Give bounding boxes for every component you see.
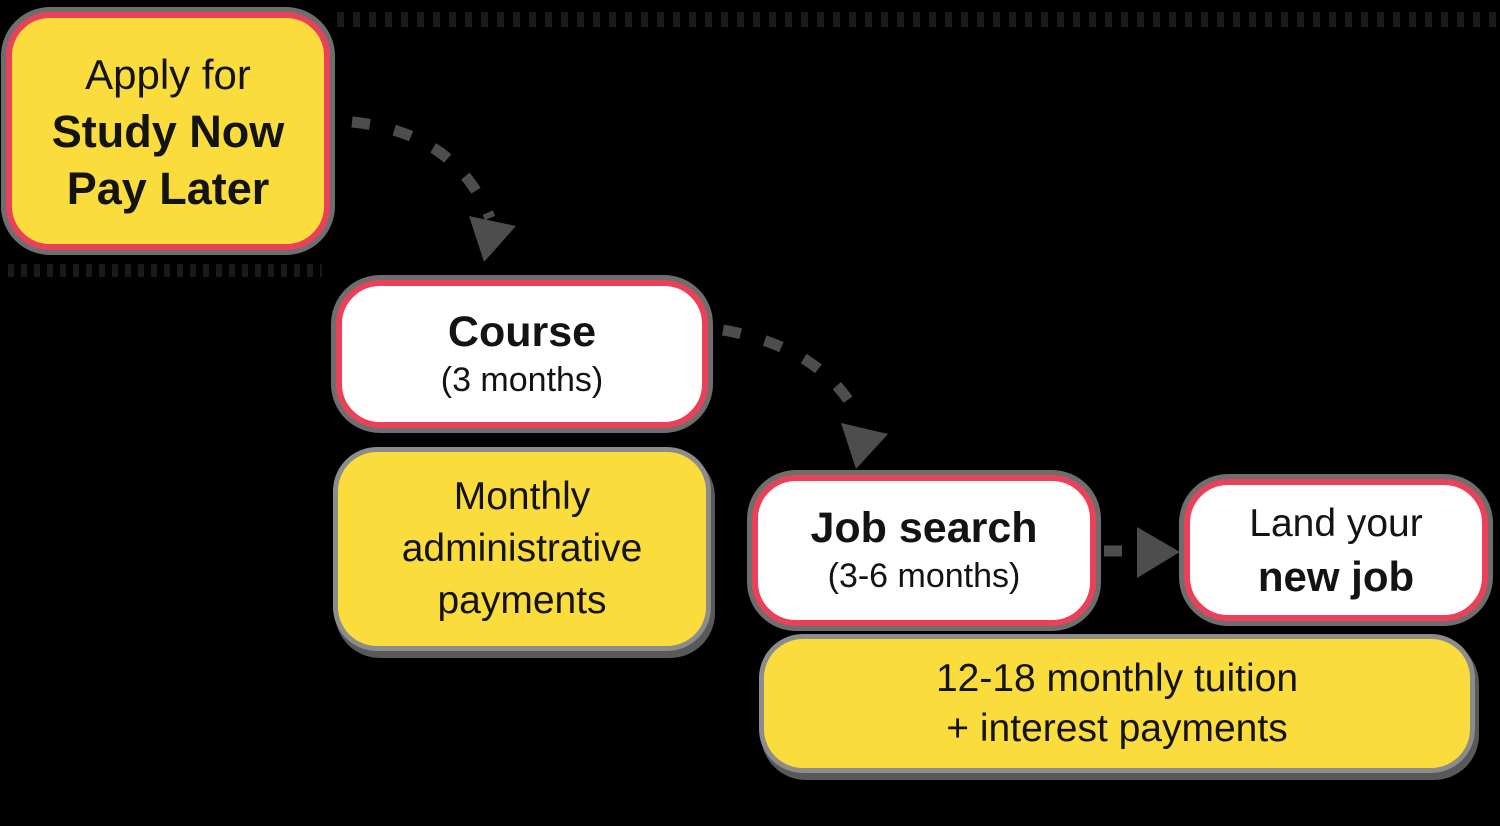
step-land-job-box: Land your new job — [1184, 479, 1488, 621]
admin-payments-box: Monthly administrative payments — [333, 447, 711, 651]
arrowhead-apply-to-course — [469, 216, 516, 262]
step-job-search-box: Job search (3-6 months) — [752, 475, 1096, 626]
step-land-job-line2: new job — [1257, 553, 1415, 600]
dashed-texture-top — [337, 12, 1500, 27]
step-land-job-line1: Land your — [1249, 502, 1423, 545]
step-course-duration: (3 months) — [440, 360, 604, 399]
arrow-course-to-job — [722, 324, 865, 423]
step-course-title: Course — [447, 307, 597, 356]
step-apply-line2: Study Now — [51, 105, 285, 157]
arrow-apply-to-course — [351, 116, 496, 221]
admin-payments-line2: administrative — [401, 527, 643, 570]
step-course-box: Course (3 months) — [336, 280, 708, 428]
step-job-search-title: Job search — [810, 504, 1038, 552]
tuition-payments-box: 12-18 monthly tuition + interest payment… — [759, 634, 1475, 773]
dashed-texture-below-apply — [8, 264, 322, 277]
tuition-payments-line2: + interest payments — [946, 706, 1288, 750]
step-apply-box: Apply for Study Now Pay Later — [6, 12, 330, 250]
admin-payments-line3: payments — [437, 579, 607, 622]
step-apply-line1: Apply for — [85, 50, 251, 98]
step-apply-line3: Pay Later — [66, 162, 270, 214]
tuition-payments-line1: 12-18 monthly tuition — [935, 656, 1299, 700]
admin-payments-line1: Monthly — [453, 475, 591, 518]
arrowhead-course-to-job — [841, 423, 888, 469]
arrowhead-job-to-land — [1137, 527, 1180, 578]
step-job-search-duration: (3-6 months) — [827, 557, 1021, 595]
